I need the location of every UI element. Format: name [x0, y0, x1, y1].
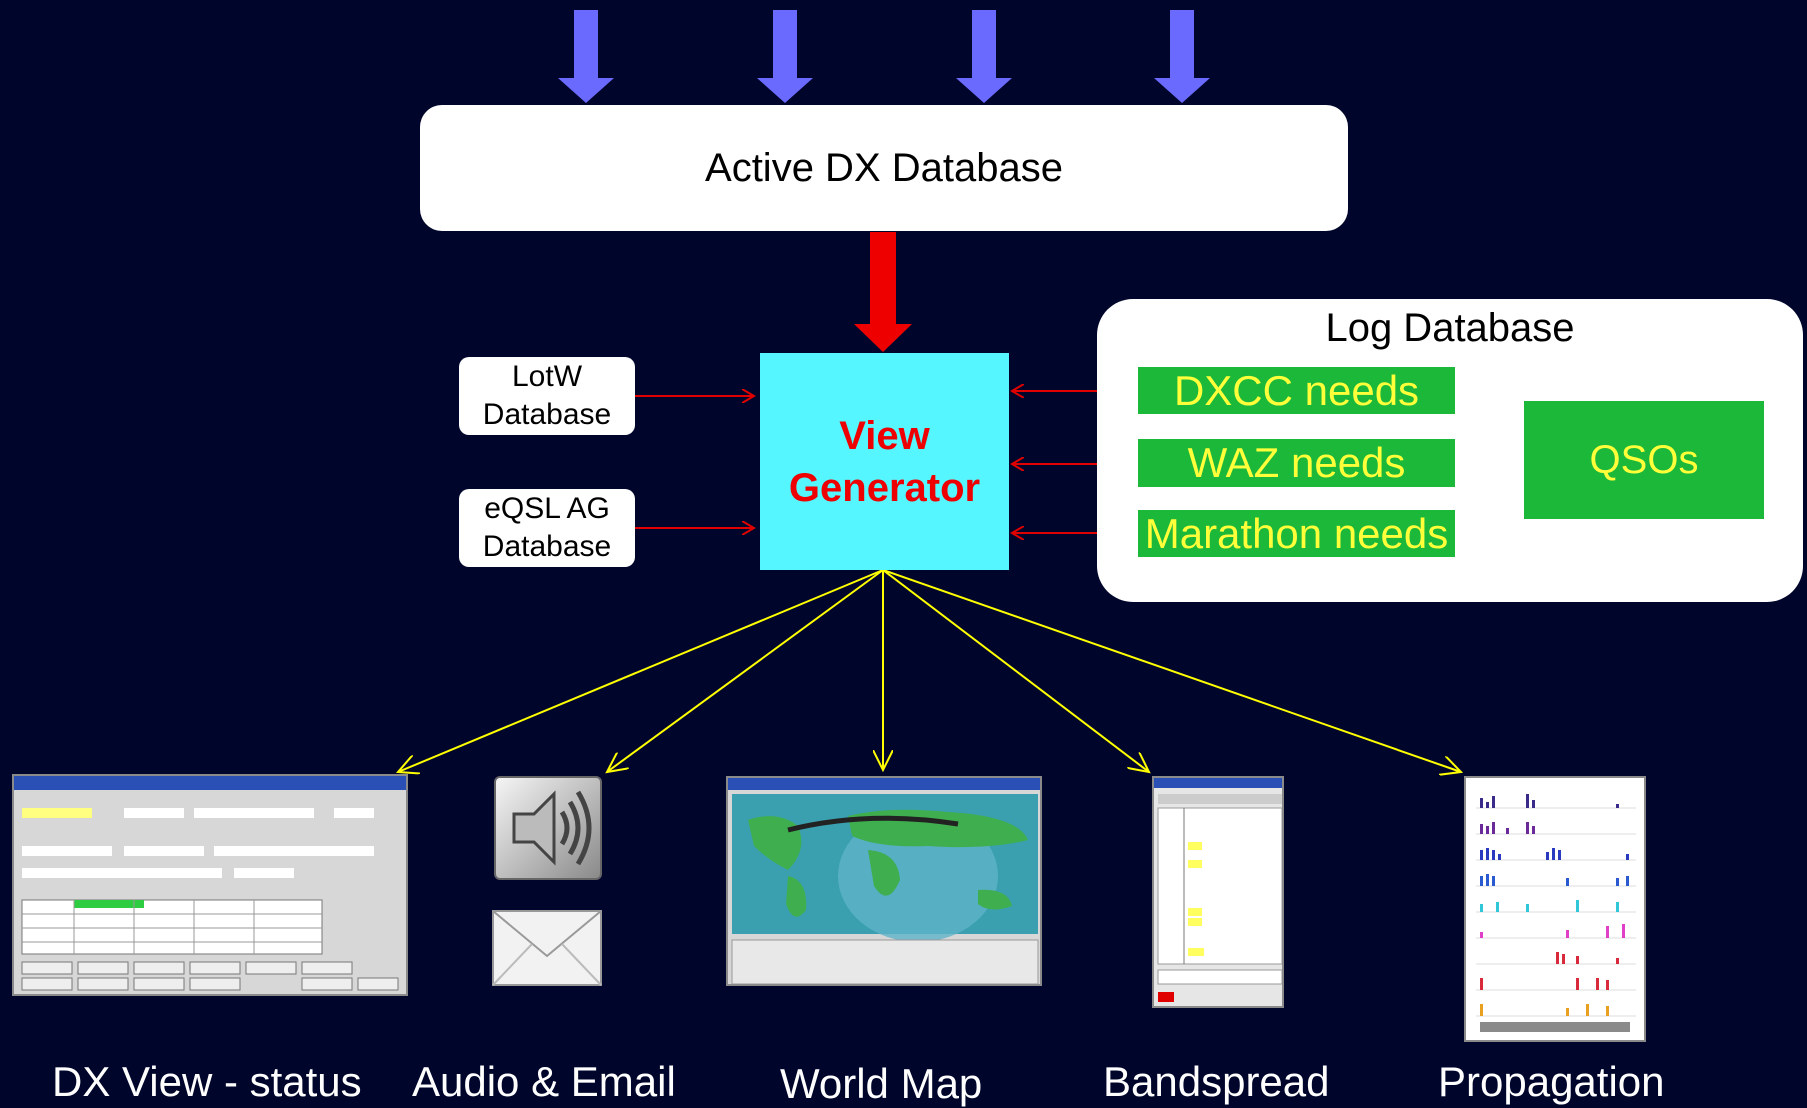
lotw-line1: LotW [511, 360, 583, 393]
caption-dxview: DX View - status [52, 1058, 362, 1105]
fanout-audio [607, 569, 884, 772]
fanout-bandspread [882, 569, 1149, 772]
active-dx-database-label: Active DX Database [705, 145, 1063, 190]
caption-world-map: World Map [780, 1060, 983, 1107]
dxcc-needs-box: DXCC needs [1138, 367, 1455, 414]
view-generator-box: View Generator [760, 353, 1009, 570]
caption-propagation: Propagation [1438, 1058, 1665, 1105]
dxview-screenshot [12, 774, 408, 996]
view-generator-line1: View [839, 413, 930, 458]
input-arrows [558, 10, 1210, 103]
caption-audio-email: Audio & Email [412, 1058, 676, 1105]
waz-needs-label: WAZ needs [1187, 439, 1406, 486]
speaker-icon [494, 776, 602, 880]
active-dx-database-box: Active DX Database [420, 105, 1348, 231]
eqsl-database-box: eQSL AG Database [459, 489, 635, 567]
bandspread-screenshot [1152, 776, 1284, 1008]
input-arrow-4 [1154, 10, 1210, 103]
input-arrow-2 [757, 10, 813, 103]
world-map-screenshot [726, 776, 1042, 986]
lotw-line2: Database [482, 398, 612, 431]
marathon-needs-label: Marathon needs [1144, 509, 1449, 557]
eqsl-line1: eQSL AG [484, 492, 610, 525]
caption-bandspread: Bandspread [1103, 1058, 1330, 1105]
qsos-box: QSOs [1524, 401, 1764, 519]
envelope-icon [492, 910, 602, 986]
input-arrow-3 [956, 10, 1012, 103]
fanout-dxview [398, 569, 884, 772]
fanout-arrows [398, 569, 1461, 772]
dxcc-needs-label: DXCC needs [1173, 366, 1420, 414]
fanout-propagation [882, 569, 1461, 772]
waz-needs-box: WAZ needs [1138, 439, 1455, 487]
propagation-chart-screenshot [1464, 776, 1646, 1042]
input-arrow-1 [558, 10, 614, 103]
log-database-title: Log Database [1325, 306, 1575, 350]
eqsl-line2: Database [482, 530, 612, 563]
main-red-arrow [854, 232, 912, 352]
lotw-database-box: LotW Database [459, 357, 635, 435]
view-generator-line2: Generator [788, 465, 981, 510]
marathon-needs-box: Marathon needs [1138, 510, 1455, 557]
qsos-label: QSOs [1589, 437, 1699, 482]
